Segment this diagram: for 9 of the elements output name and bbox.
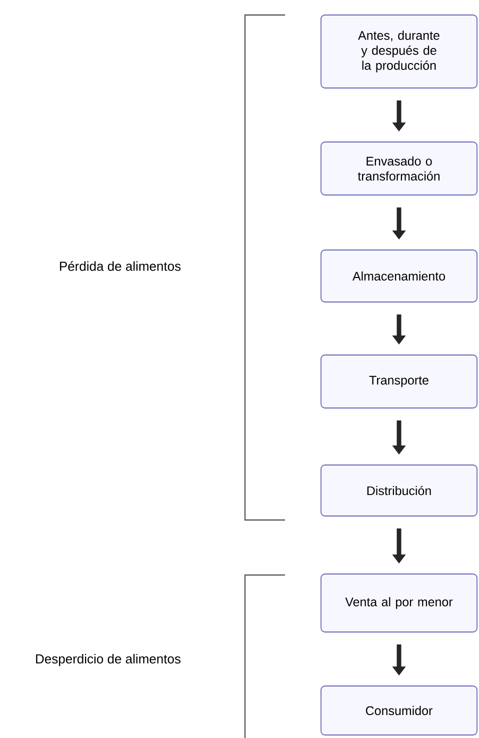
process-box: Transporte <box>320 354 478 408</box>
process-box: Almacenamiento <box>320 250 478 302</box>
process-box: Antes, durante y después de la producción <box>320 14 478 88</box>
process-box: Envasado o transformación <box>320 142 478 196</box>
process-box: Consumidor <box>320 686 478 736</box>
process-box: Venta al por menor <box>320 574 478 632</box>
process-box: Distribución <box>320 464 478 516</box>
bracket-label: Desperdicio de alimentos <box>36 654 180 666</box>
bracket-label: Pérdida de alimentos <box>60 261 181 271</box>
